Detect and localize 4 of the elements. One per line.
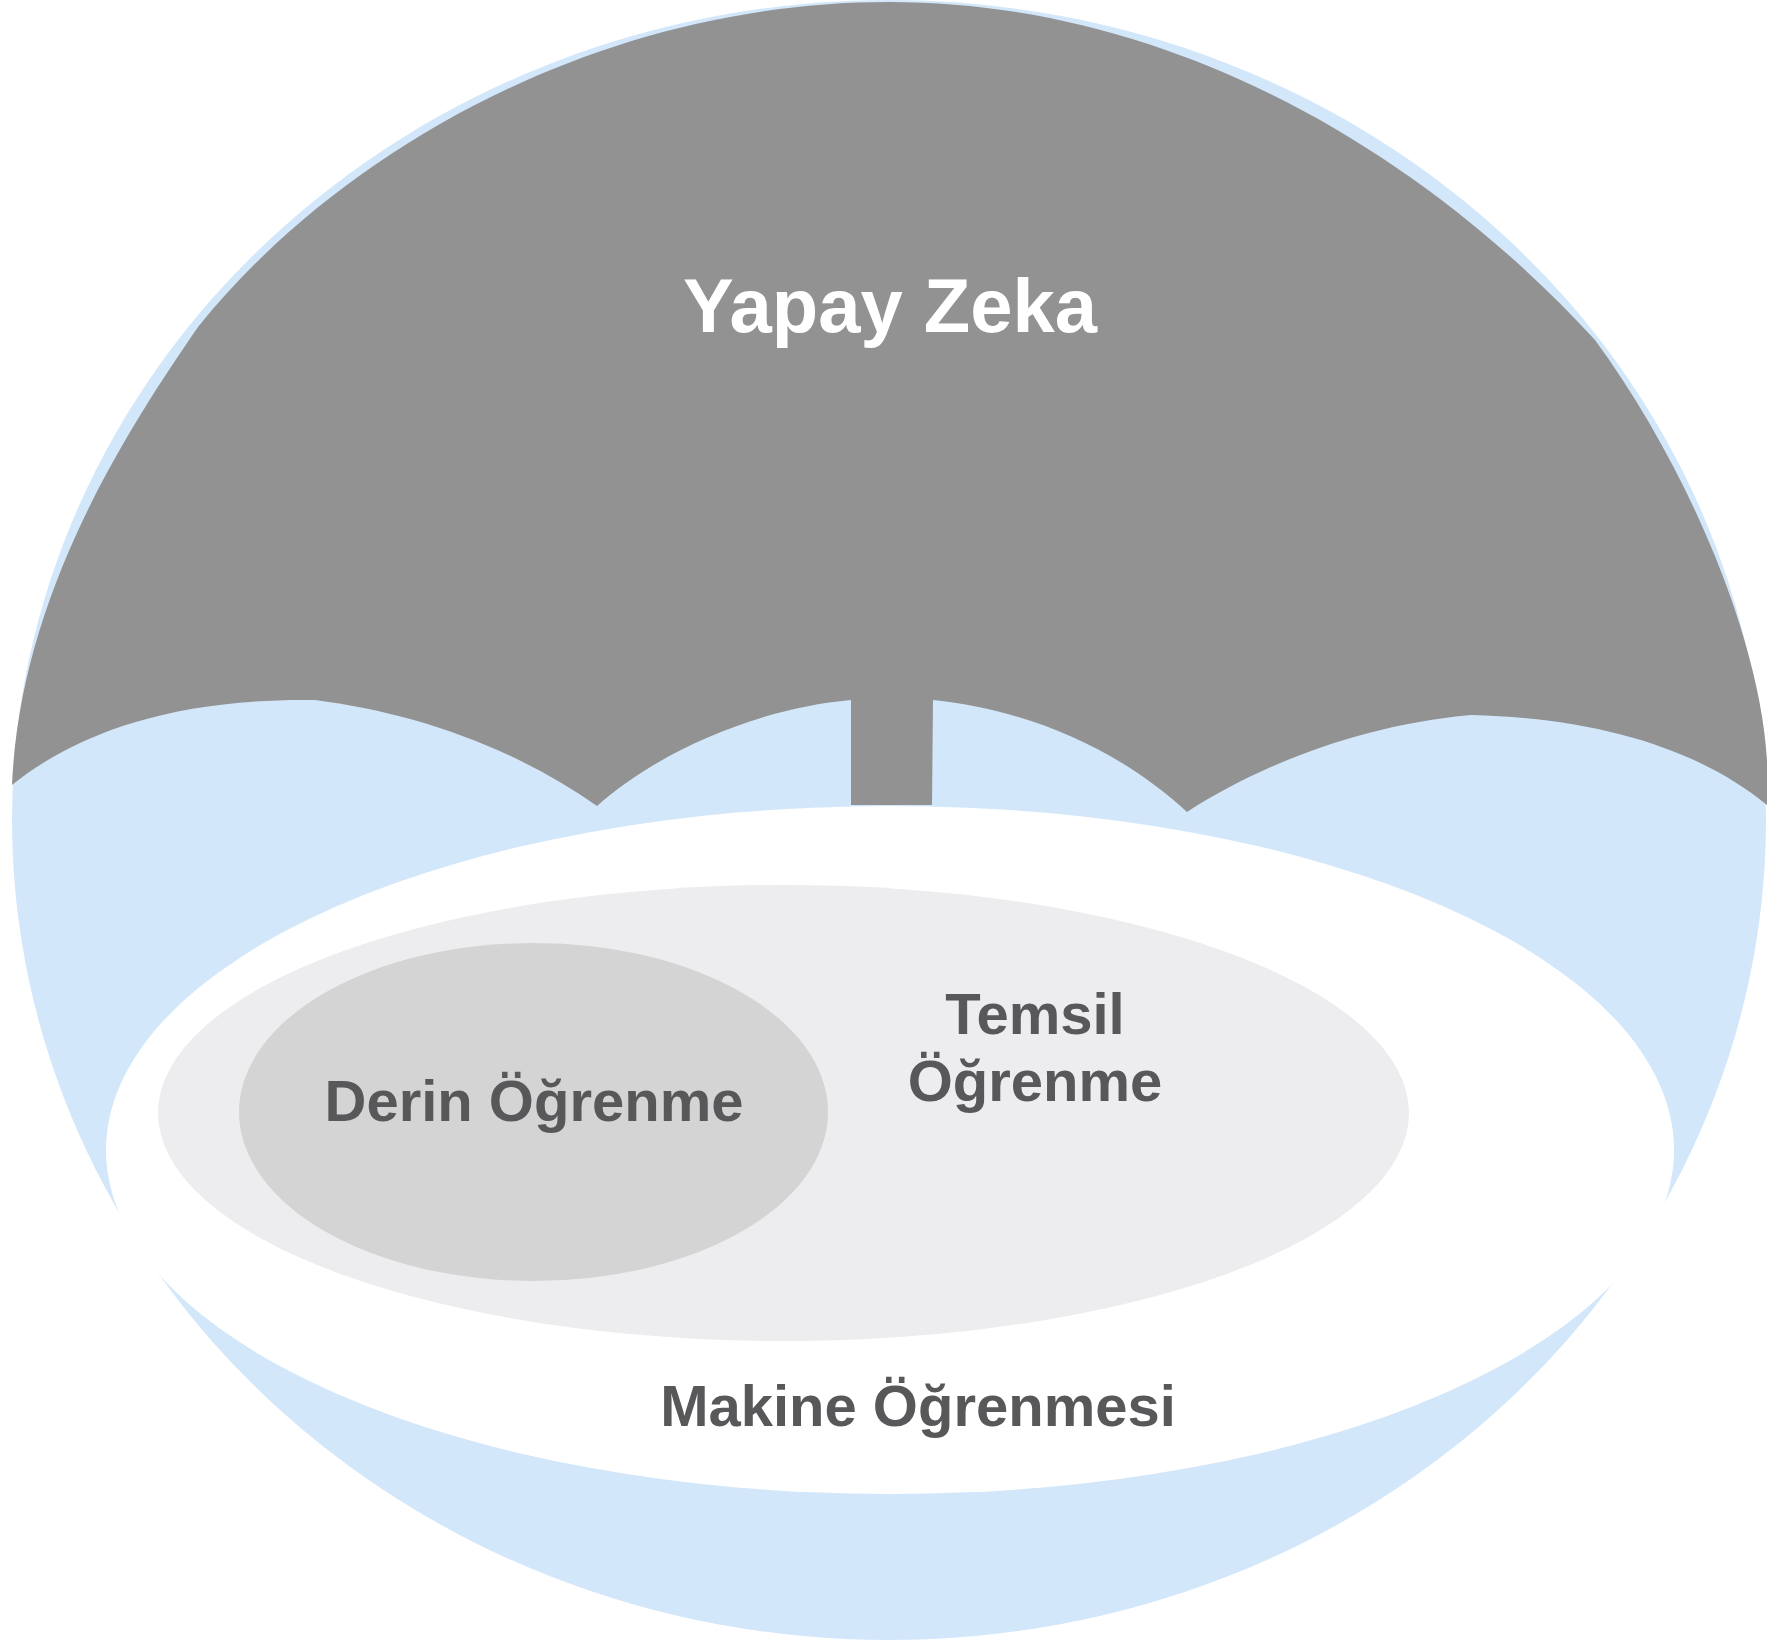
set-label: Derin Öğrenme [323,1067,745,1135]
set-label: Temsil Öğrenme [906,981,1164,1115]
set-label: Yapay Zeka [681,262,1099,350]
set-label: Makine Öğrenmesi [659,1372,1177,1440]
